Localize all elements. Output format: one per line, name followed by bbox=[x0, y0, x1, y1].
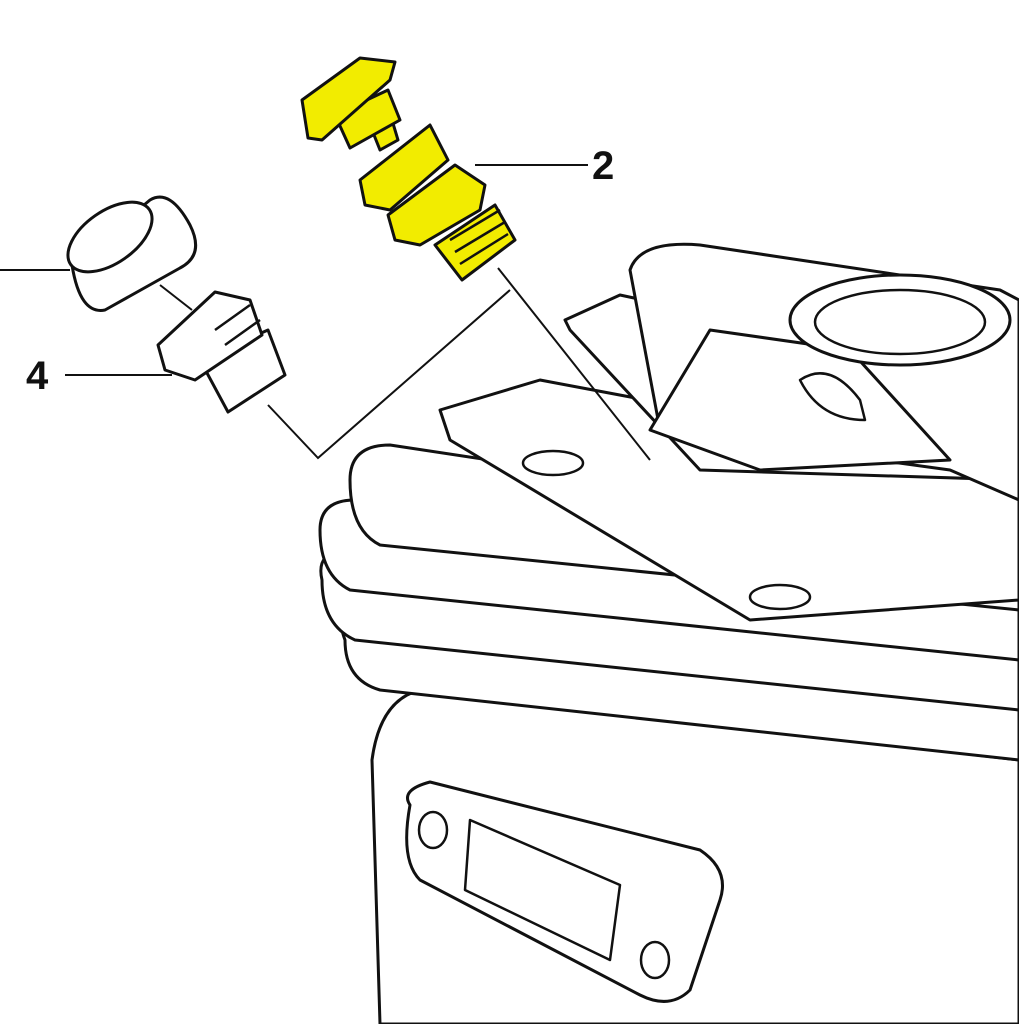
plug-screw-part[interactable] bbox=[156, 290, 287, 414]
leader-part-2-cylinder bbox=[497, 267, 651, 461]
highlighted-valve-part[interactable] bbox=[300, 56, 517, 282]
cap-part[interactable] bbox=[56, 188, 198, 312]
leader-cap-to-plug bbox=[159, 284, 193, 311]
leader-part-4-path bbox=[267, 289, 511, 460]
cylinder-assembly bbox=[318, 242, 1019, 1024]
callout-label-4: 4 bbox=[26, 354, 49, 398]
callout-label-2: 2 bbox=[592, 144, 614, 188]
